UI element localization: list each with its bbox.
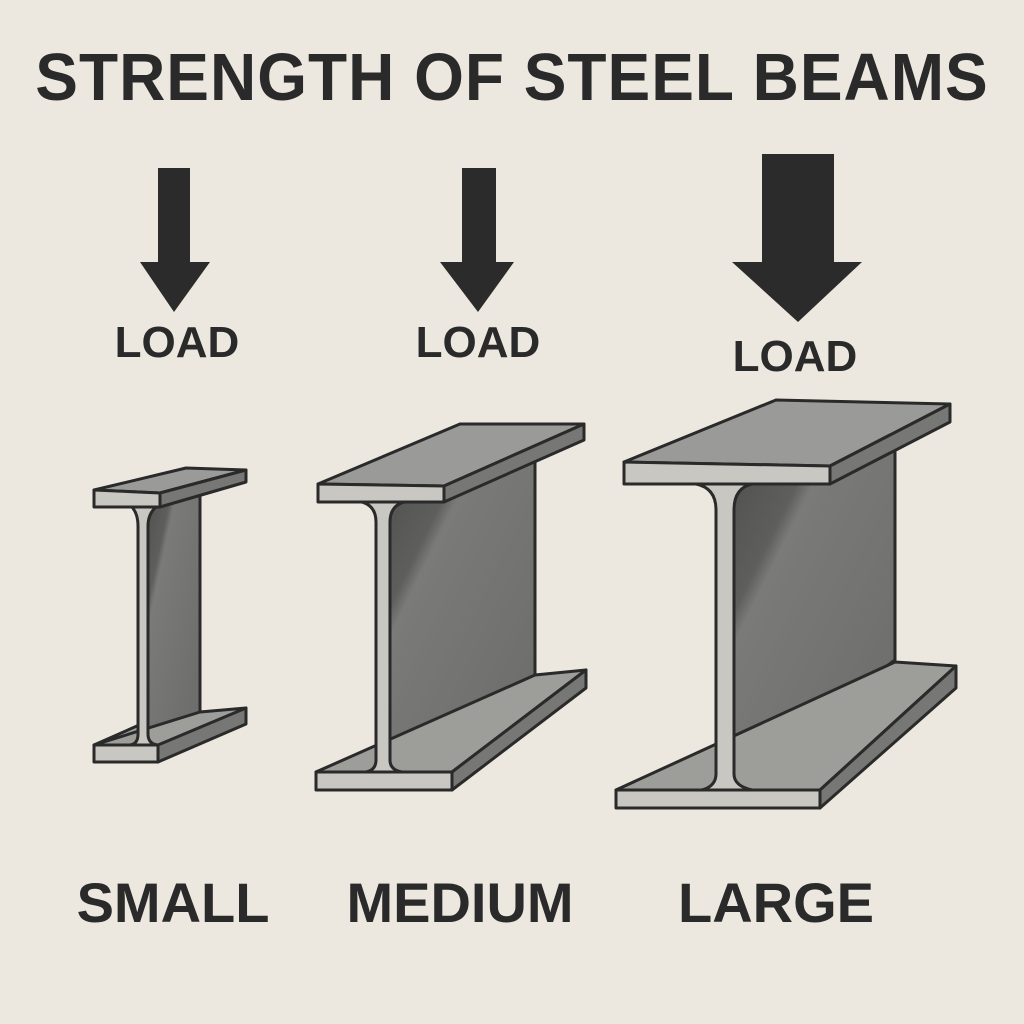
load-label-medium: LOAD [415, 318, 541, 367]
medium-beam [314, 422, 588, 792]
down-arrow-icon [440, 168, 514, 312]
down-arrow-icon [732, 154, 862, 322]
small-beam [92, 466, 248, 764]
diagram-title: STRENGTH OF STEEL BEAMS [35, 39, 989, 115]
load-label-small: LOAD [114, 318, 240, 367]
size-label-medium: MEDIUM [346, 871, 574, 934]
large-beam [614, 398, 958, 810]
size-label-small: SMALL [76, 871, 270, 934]
load-label-large: LOAD [732, 332, 858, 381]
size-label-large: LARGE [678, 871, 874, 934]
down-arrow-icon [140, 168, 210, 312]
